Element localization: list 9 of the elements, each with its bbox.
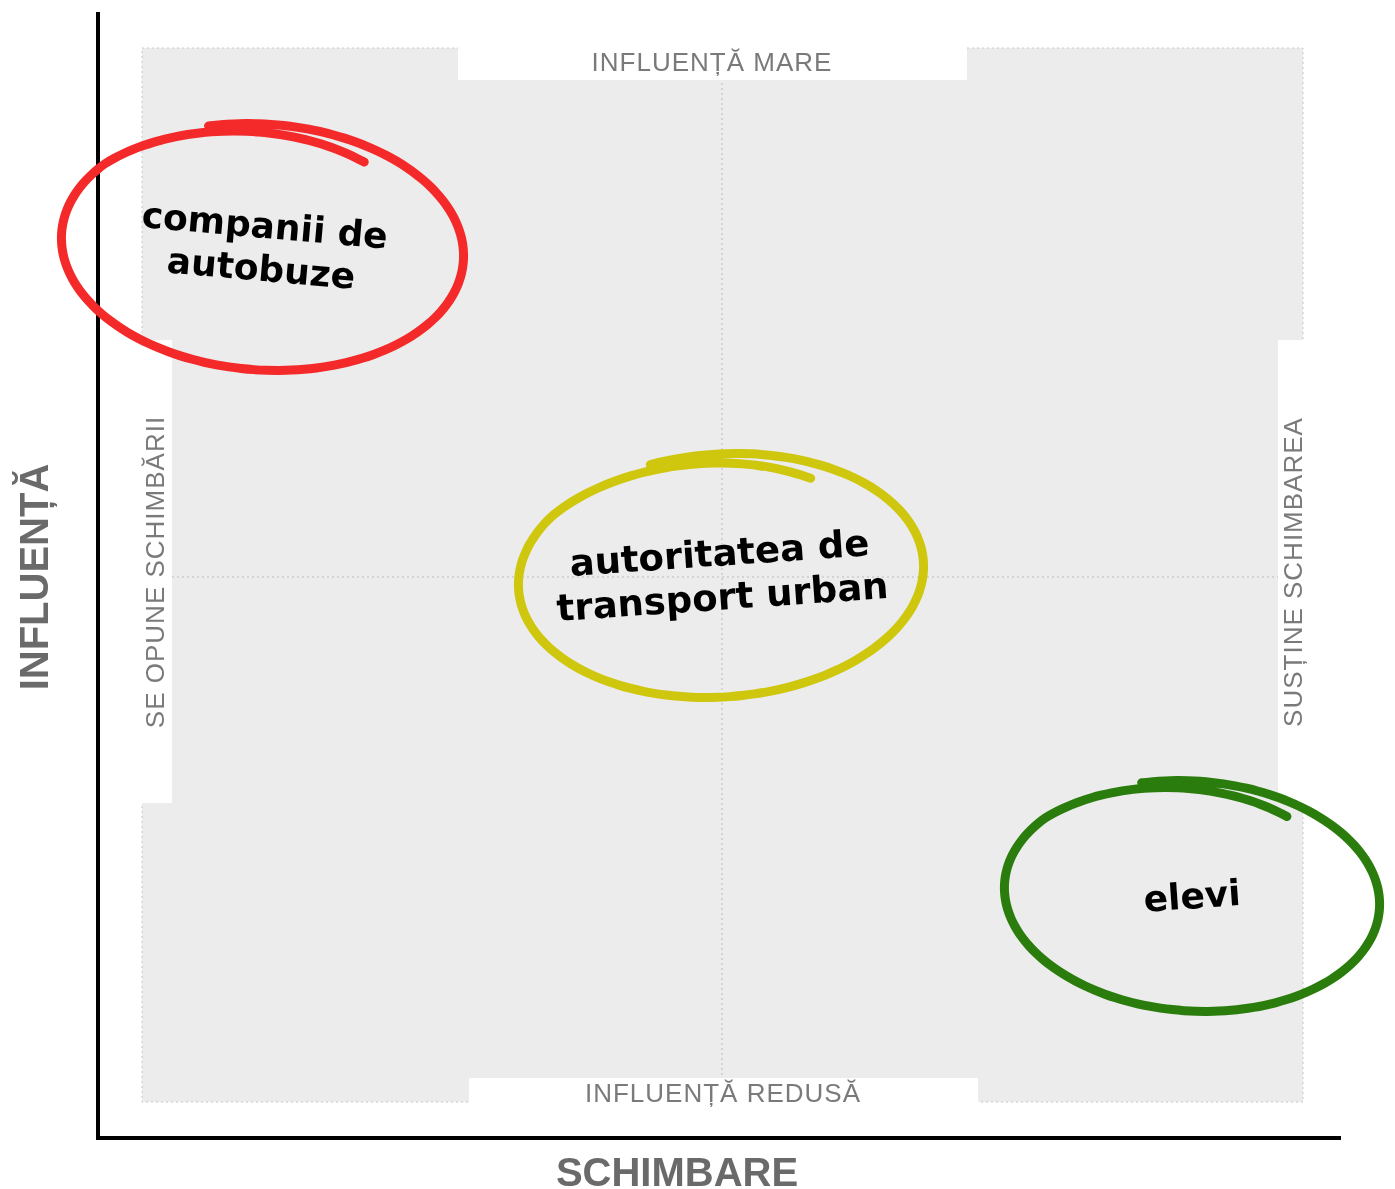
quadrant-label: SUSȚINE SCHIMBAREA bbox=[1277, 417, 1309, 727]
quadrant-label: INFLUENȚĂ REDUSĂ bbox=[585, 1077, 861, 1109]
quadrant-label: INFLUENȚĂ MARE bbox=[591, 46, 833, 78]
axis-title: SCHIMBARE bbox=[555, 1149, 799, 1189]
stakeholder-label: companii de autobuze bbox=[138, 193, 391, 300]
quadrant-label: SE OPUNE SCHIMBĂRII bbox=[139, 415, 171, 729]
axis-title: INFLUENȚĂ bbox=[11, 463, 57, 691]
stakeholder-label: elevi bbox=[1141, 871, 1243, 922]
stakeholder-label: autoritatea de transport urban bbox=[554, 519, 891, 632]
